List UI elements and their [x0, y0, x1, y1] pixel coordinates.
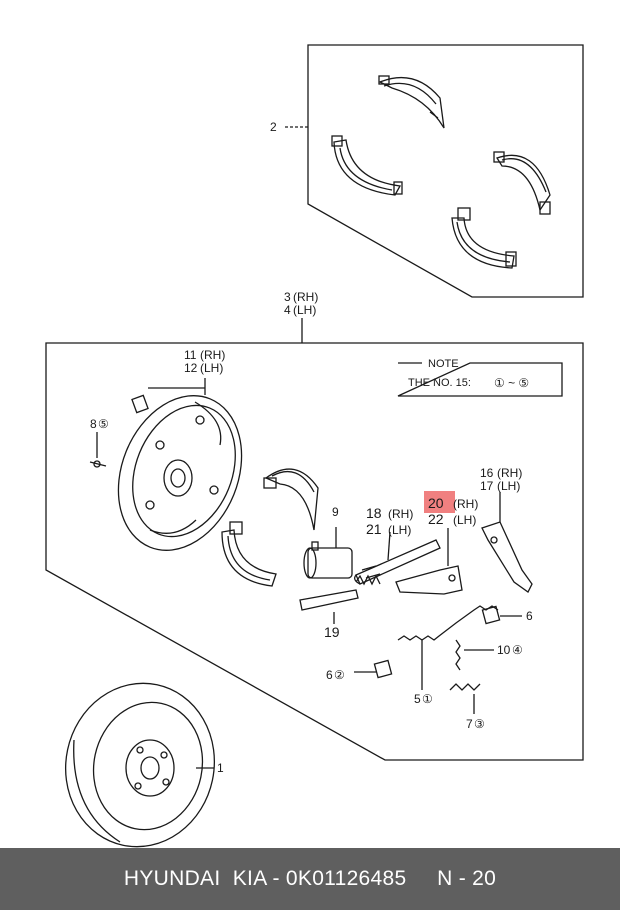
label-8-qty: ⑤ — [98, 417, 109, 431]
label-18-rh: (RH) — [388, 507, 413, 521]
lower-spring — [449, 683, 481, 691]
shoe-clip-left — [373, 659, 393, 679]
adjuster-spring — [455, 639, 461, 671]
hold-down-pin — [89, 432, 107, 468]
label-20-rh: (RH) — [453, 497, 478, 511]
label-22-lh: (LH) — [453, 513, 476, 527]
brake-shoe-upper-right — [493, 151, 551, 215]
label-7-qty: ③ — [474, 717, 485, 731]
wheel-cylinder — [303, 527, 353, 579]
label-6-left: 6 — [326, 668, 333, 682]
label-20: 20 — [428, 495, 444, 511]
brake-shoe-upper-left — [378, 75, 445, 129]
strut-spring — [355, 574, 381, 586]
brake-drum — [64, 682, 216, 848]
note-box — [397, 362, 563, 397]
label-17-lh: (LH) — [497, 479, 520, 493]
assembly-shoe-lower — [221, 521, 277, 587]
footer-text: HYUNDAI KIA - 0K01126485 N - 20 — [123, 867, 497, 890]
label-3: 3 — [284, 290, 291, 304]
label-16-rh: (RH) — [497, 466, 522, 480]
part-number-footer: HYUNDAI KIA - 0K01126485 N - 20 — [0, 848, 620, 910]
label-10: 10 — [497, 643, 511, 657]
assembly-frame — [45, 342, 584, 761]
label-17: 17 — [480, 479, 494, 493]
note-title: NOTE — [428, 358, 459, 370]
label-6-left-qty: ② — [334, 668, 345, 682]
plate-clip — [131, 394, 149, 414]
label-22: 22 — [428, 511, 444, 527]
label-19: 19 — [324, 624, 340, 640]
label-6-right: 6 — [526, 609, 533, 623]
label-7: 7 — [466, 717, 473, 731]
label-2: 2 — [270, 120, 277, 134]
assembly-shoe-upper — [263, 468, 319, 531]
brake-diagram-svg: 2 3 (RH) 4 (LH) 11 (RH) 12 (LH) NOTE THE… — [45, 44, 584, 848]
label-12-lh: (LH) — [200, 361, 223, 375]
label-21: 21 — [366, 521, 382, 537]
part-20-highlight — [424, 491, 455, 513]
label-21-lh: (LH) — [388, 523, 411, 537]
label-16: 16 — [480, 466, 494, 480]
label-4-lh: (LH) — [293, 303, 316, 317]
label-9: 9 — [332, 505, 339, 519]
label-18: 18 — [366, 505, 382, 521]
label-10-qty: ④ — [512, 643, 523, 657]
lower-link — [299, 589, 359, 624]
shoe-kit-frame — [307, 44, 584, 298]
label-5-qty: ① — [422, 692, 433, 706]
upper-return-spring — [397, 605, 499, 641]
label-8: 8 — [90, 417, 97, 431]
label-1: 1 — [217, 761, 224, 775]
backing-plate — [117, 395, 243, 551]
parking-lever — [481, 492, 533, 593]
label-3-rh: (RH) — [293, 290, 318, 304]
label-5: 5 — [414, 692, 421, 706]
brake-shoe-lower-right — [451, 207, 517, 269]
adjuster-lever — [395, 528, 463, 595]
label-11: 11 — [184, 348, 197, 362]
label-4: 4 — [284, 303, 291, 317]
note-text: THE NO. 15: — [408, 377, 471, 389]
label-11-rh: (RH) — [200, 348, 225, 362]
label-12: 12 — [184, 361, 198, 375]
note-range: ① ~ ⑤ — [494, 376, 529, 390]
shoe-clip-right — [481, 605, 501, 625]
brake-shoe-lower-left — [331, 135, 403, 196]
